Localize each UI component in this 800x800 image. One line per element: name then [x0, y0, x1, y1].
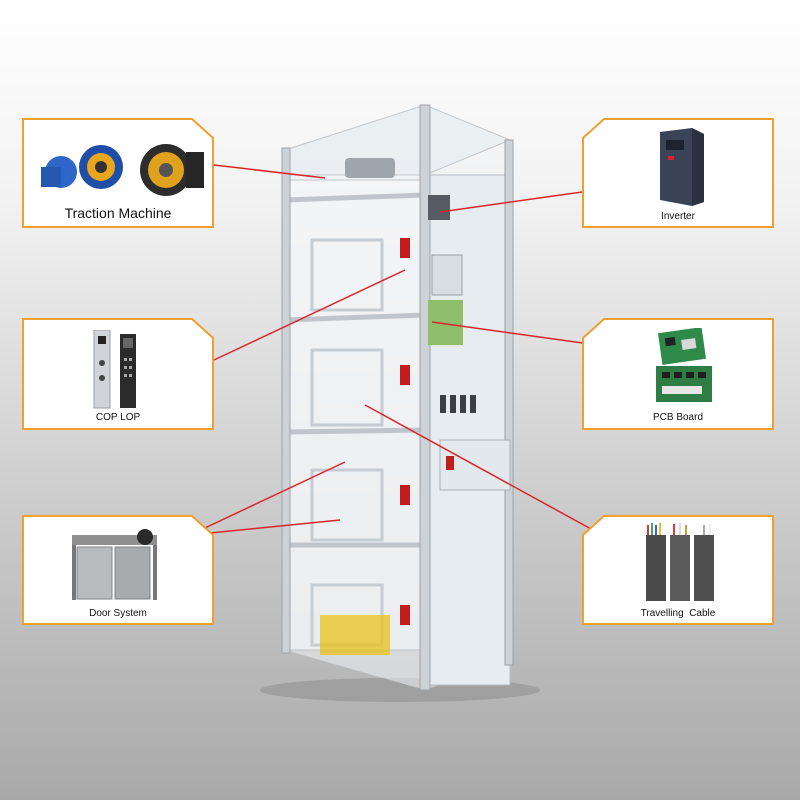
- door-system-icon: [72, 529, 157, 600]
- pcb-board-icon: [656, 328, 712, 402]
- callout-travelling-cable: Travelling Cable: [582, 515, 774, 625]
- door-system-label: Door System: [89, 608, 147, 619]
- callout-inverter: Inverter: [582, 118, 774, 228]
- travelling-cable-icon: [646, 523, 714, 601]
- inverter-label: Inverter: [661, 211, 695, 222]
- inverter-unit: [428, 195, 450, 220]
- travelling-cable-label: Travelling Cable: [640, 608, 716, 619]
- callout-door-system: Door System: [22, 515, 214, 625]
- connector-line: [364, 404, 603, 536]
- traction-machine-icon: [41, 144, 204, 196]
- traction-machine-unit: [345, 158, 395, 178]
- connector-line: [439, 191, 583, 213]
- connector-line: [213, 164, 326, 179]
- callout-pcb-board: PCB Board: [582, 318, 774, 430]
- callout-cop-lop: COP LOP: [22, 318, 214, 430]
- connector-line: [189, 461, 346, 536]
- connector-line: [189, 519, 341, 536]
- callout-traction-machine: Traction Machine: [22, 118, 214, 228]
- cop-lop-label: COP LOP: [95, 412, 141, 423]
- connector-line: [213, 269, 406, 361]
- pcb-board-label: PCB Board: [652, 412, 704, 423]
- traction-machine-label: Traction Machine: [64, 205, 172, 221]
- hall-call-button: [400, 238, 410, 258]
- inverter-icon: [660, 128, 704, 206]
- cop-lop-panel-icon: [93, 330, 136, 409]
- connector-line: [431, 321, 598, 346]
